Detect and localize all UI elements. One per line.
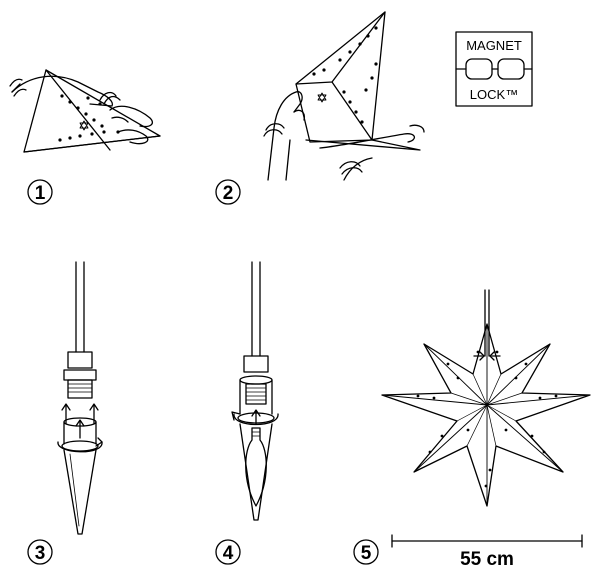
perforation-dots: [58, 94, 120, 142]
lock-label: LOCK™: [470, 87, 518, 102]
step-5-badge: [353, 539, 379, 565]
step-1-illustration: [9, 69, 161, 153]
bulb-icon: [245, 427, 267, 507]
step-2-number: 2: [223, 183, 234, 204]
step-3-illustration: [57, 261, 103, 535]
step-4-badge: [215, 539, 241, 565]
step-3-number: 3: [35, 543, 46, 564]
step-4-number: 4: [223, 543, 234, 564]
step-5-illustration: [381, 289, 591, 507]
magnet-right-icon: [497, 58, 525, 80]
step-3-badge: [27, 539, 53, 565]
magnet-label: MAGNET: [466, 38, 522, 53]
step-4-illustration: [231, 261, 279, 521]
step-2-badge: [215, 179, 241, 205]
perforation-dots: [416, 350, 558, 488]
width-dimension-line: [391, 534, 583, 548]
step-1-number: 1: [35, 183, 46, 204]
width-dimension-label: 55 cm: [460, 549, 514, 570]
step-1-badge: [27, 179, 53, 205]
star-lamp-outline: [381, 323, 591, 507]
magnet-lock-legend: [455, 31, 533, 107]
step-2-illustration: [263, 11, 425, 181]
step-5-number: 5: [361, 543, 372, 564]
magnet-left-icon: [465, 58, 493, 80]
perforation-dots: [312, 26, 378, 124]
